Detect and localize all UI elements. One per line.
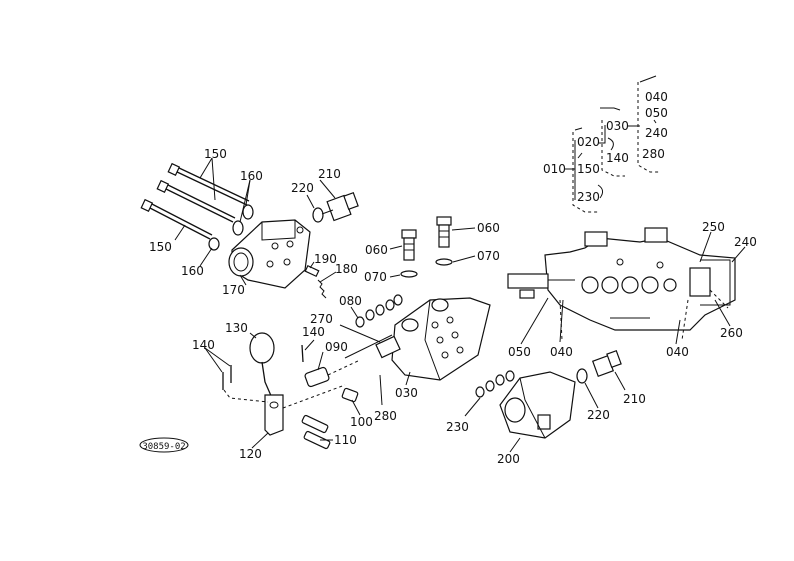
o-ring-080 [385, 299, 395, 311]
callout-label: 270 [310, 312, 333, 326]
callout-label: 110 [334, 433, 357, 447]
pin-100 [341, 387, 359, 403]
tree-level1-item: 020 [577, 135, 600, 149]
diagram-id-stamp: 30859-02 [139, 437, 189, 453]
callout-label: 230 [446, 420, 469, 434]
main-valve-assembly [507, 227, 736, 341]
bolt-150 [167, 162, 250, 206]
tree-level1-item: 230 [577, 190, 600, 204]
clevis-090 [304, 366, 330, 388]
callout-label: 210 [623, 392, 646, 406]
cover-assembly [140, 162, 359, 299]
cover-170 [228, 219, 311, 289]
callout-label: 080 [339, 294, 362, 308]
washer-160 [232, 220, 244, 236]
callout-label: 090 [325, 340, 348, 354]
o-ring-070 [435, 258, 453, 266]
callout-label: 200 [497, 452, 520, 466]
lever-rod [261, 361, 273, 399]
tree-level3-item: 040 [645, 90, 668, 104]
housing-200 [475, 349, 622, 439]
tree-level2-item: 030 [606, 119, 629, 133]
relief-valve-060 [436, 216, 452, 248]
callout-label: 220 [291, 181, 314, 195]
callout-label: 070 [364, 270, 387, 284]
callout-label: 060 [477, 221, 500, 235]
callout-label: 190 [314, 252, 337, 266]
callout-label: 040 [550, 345, 573, 359]
o-ring-080 [393, 294, 403, 306]
diagram-id-text: 30859-02 [142, 442, 185, 452]
lever-assembly [222, 332, 361, 450]
bolt-110 [301, 414, 331, 450]
tree-root-label: 010 [543, 162, 566, 176]
spool-rod-050 [507, 273, 575, 299]
tree-level3-item: 240 [645, 126, 668, 140]
callout-label: 180 [335, 262, 358, 276]
tree-level3-item: 280 [642, 147, 665, 161]
callout-label: 160 [181, 264, 204, 278]
callout-label: 040 [666, 345, 689, 359]
cotter-pin-140 [301, 344, 304, 363]
tree-level2-item: 140 [606, 151, 629, 165]
relief-valve-060 [401, 229, 417, 261]
callout-label: 140 [192, 338, 215, 352]
lever-bracket-120 [264, 394, 284, 436]
assembly-tree: 010 020 150 230 030 140 040 050 240 280 [543, 75, 668, 213]
washer-160 [242, 204, 254, 220]
washer-160 [208, 237, 220, 251]
callout-label: 210 [318, 167, 341, 181]
bolt-150 [156, 179, 236, 223]
leader-lines [174, 157, 746, 453]
o-ring-220 [312, 207, 324, 223]
switch-210 [321, 191, 359, 222]
tree-level3-item: 050 [645, 106, 668, 120]
tree-level1-item: 150 [577, 162, 600, 176]
o-ring-080 [365, 309, 375, 321]
callout-label: 140 [302, 325, 325, 339]
callout-label: 250 [702, 220, 725, 234]
callout-label: 100 [350, 415, 373, 429]
knob-130 [249, 332, 275, 364]
callout-label: 120 [239, 447, 262, 461]
callout-label: 150 [149, 240, 172, 254]
callout-labels: 150 150 160 160 170 180 190 210 220 060 … [149, 147, 757, 466]
callout-label: 280 [374, 409, 397, 423]
callout-label: 030 [395, 386, 418, 400]
callout-label: 070 [477, 249, 500, 263]
callout-label: 150 [204, 147, 227, 161]
o-ring-080 [355, 316, 365, 328]
valve-body-030 [391, 297, 491, 381]
callout-label: 160 [240, 169, 263, 183]
callout-label: 170 [222, 283, 245, 297]
pin-190 [304, 264, 320, 278]
callout-label: 130 [225, 321, 248, 335]
o-ring-070 [400, 270, 418, 278]
callout-label: 220 [587, 408, 610, 422]
callout-label: 060 [365, 243, 388, 257]
bolt-150 [140, 198, 213, 240]
callout-label: 260 [720, 326, 743, 340]
valve-section [304, 216, 491, 403]
o-ring-080 [375, 304, 385, 316]
spool-270 [344, 334, 401, 359]
spring-180 [317, 279, 327, 299]
callout-label: 240 [734, 235, 757, 249]
valve-housing [544, 227, 736, 331]
callout-label: 050 [508, 345, 531, 359]
